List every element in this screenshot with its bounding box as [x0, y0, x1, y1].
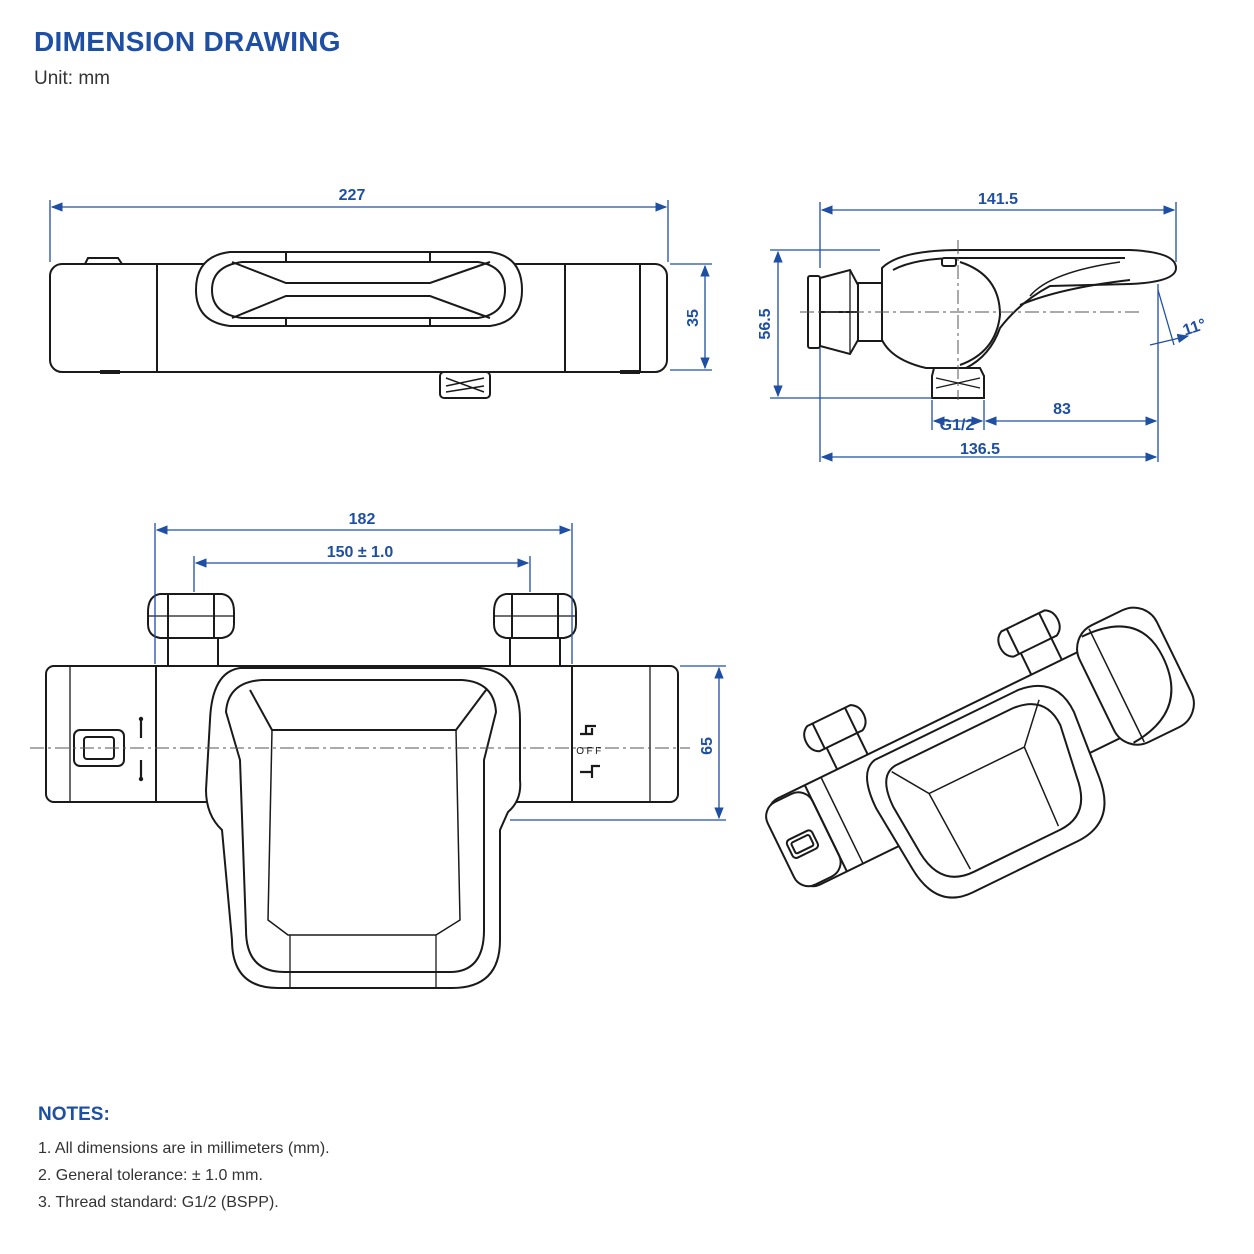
front-view-dimensions	[154, 523, 726, 821]
side-view-depth-label: 141.5	[978, 191, 1018, 208]
front-view-spout	[204, 667, 522, 989]
top-view-handle-outer	[194, 251, 524, 327]
side-view-height-label: 56.5	[757, 308, 774, 339]
top-view-width-label: 227	[339, 187, 366, 204]
side-view-centerlines	[800, 240, 1140, 400]
iso-spout	[866, 685, 1106, 899]
note-item: 3. Thread standard: G1/2 (BSPP).	[38, 1194, 279, 1211]
page-title: DIMENSION DRAWING	[34, 26, 341, 57]
note-item: 1. All dimensions are in millimeters (mm…	[38, 1140, 330, 1157]
off-label: OFF	[576, 746, 604, 757]
top-view-dimensions	[49, 200, 712, 371]
top-view-height-label: 35	[685, 309, 702, 327]
side-view	[807, 249, 1178, 399]
front-view-height-label: 65	[699, 737, 716, 755]
tub-spout-icon	[580, 724, 596, 736]
side-view-dimensions	[770, 202, 1190, 462]
iso-right-cap	[1076, 606, 1195, 746]
side-view-angle-label: 11°	[1181, 316, 1208, 339]
front-view	[45, 593, 679, 989]
side-view-outlet-offset-label: 83	[1053, 401, 1071, 418]
top-view-handle-inner	[210, 261, 507, 319]
side-view-thread-label: G1/2	[940, 417, 975, 434]
side-view-body	[881, 249, 1178, 369]
front-view-center-distance-label: 150 ± 1.0	[327, 544, 394, 561]
notes-section: NOTES: 1. All dimensions are in millimet…	[38, 1104, 330, 1221]
notes-title: NOTES:	[38, 1104, 110, 1125]
shower-icon	[580, 764, 600, 778]
unit-label: Unit: mm	[34, 68, 110, 89]
isometric-view	[765, 606, 1195, 899]
front-view-span-label: 182	[349, 511, 376, 528]
side-view-base-depth-label: 136.5	[960, 441, 1000, 458]
note-item: 2. General tolerance: ± 1.0 mm.	[38, 1167, 263, 1184]
front-view-control-icons	[138, 716, 600, 782]
top-view	[49, 251, 668, 399]
